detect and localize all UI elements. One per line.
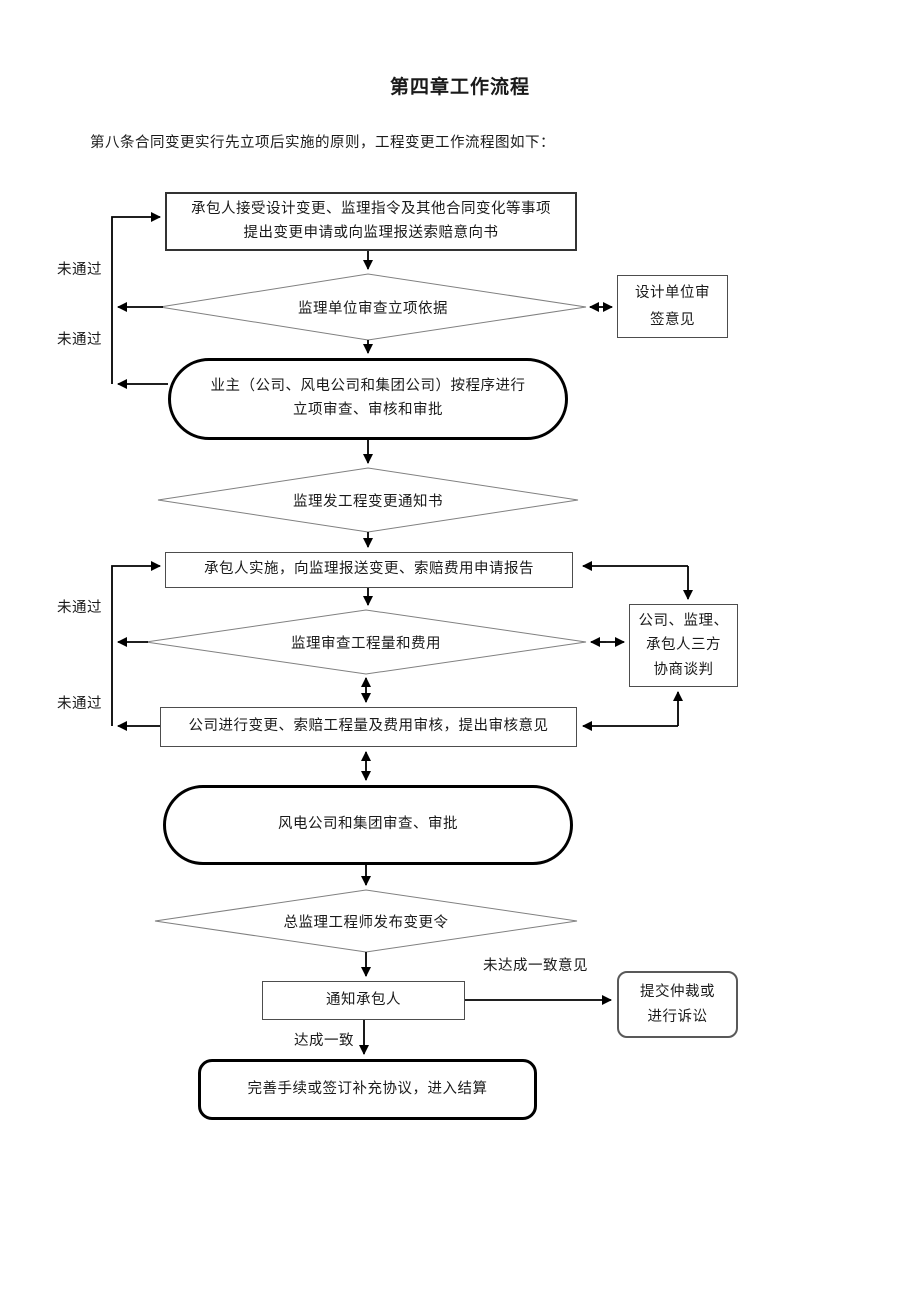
node-negotiation: 公司、监理、 承包人三方 协商谈判 [629,604,738,687]
node-contractor-implement: 承包人实施，向监理报送变更、索赔费用申请报告 [165,552,573,588]
page-title: 第四章工作流程 [389,77,530,98]
node-negotiation-line1: 公司、监理、 [638,612,729,629]
edge-label-not-passed-2: 未通过 [57,332,102,348]
edge-label-not-passed-1: 未通过 [57,262,102,278]
node-design-unit-line2: 签意见 [650,311,695,328]
intro-paragraph: 第八条合同变更实行先立项后实施的原则，工程变更工作流程图如下： [90,135,555,151]
edge-label-agreement: 达成一致 [294,1033,354,1049]
node-arbitration-line1: 提交仲裁或 [640,983,715,1000]
node-negotiation-line2: 承包人三方 [646,637,721,654]
node-negotiation-line3: 协商谈判 [653,661,714,678]
node-owner-approval: 业主（公司、风电公司和集团公司）按程序进行 立项审查、审核和审批 [168,358,568,440]
node-design-unit: 设计单位审 签意见 [617,275,728,338]
node-group-approval: 风电公司和集团审查、审批 [163,785,573,865]
node-contractor-accept: 承包人接受设计变更、监理指令及其他合同变化等事项 提出变更申请或向监理报送索赔意… [165,192,577,251]
decision-supervisor-review-basis-shape [159,273,587,341]
node-final-settlement: 完善手续或签订补充协议，进入结算 [198,1059,537,1120]
edge-label-not-passed-3: 未通过 [57,600,102,616]
node-notify-contractor: 通知承包人 [262,981,465,1020]
decision-supervisor-review-quantity-shape [145,609,587,675]
node-owner-approval-line2: 立项审查、审核和审批 [293,402,443,418]
node-owner-approval-line1: 业主（公司、风电公司和集团公司）按程序进行 [210,378,526,395]
node-arbitration: 提交仲裁或 进行诉讼 [617,971,738,1038]
node-arbitration-line2: 进行诉讼 [647,1008,708,1025]
feedback-line-to-accept [111,212,161,384]
node-design-unit-line1: 设计单位审 [635,285,710,302]
node-contractor-accept-line1: 承包人接受设计变更、监理指令及其他合同变化等事项 [191,200,551,217]
node-contractor-accept-line2: 提出变更申请或向监理报送索赔意向书 [243,224,499,241]
decision-supervisor-notice-shape [157,467,579,533]
edge-label-no-agreement: 未达成一致意见 [483,958,588,974]
node-company-review: 公司进行变更、索赔工程量及费用审核，提出审核意见 [160,707,577,747]
decision-chief-engineer-order-shape [154,889,578,953]
edge-label-not-passed-4: 未通过 [57,696,102,712]
feedback-line-to-implement [111,561,161,726]
